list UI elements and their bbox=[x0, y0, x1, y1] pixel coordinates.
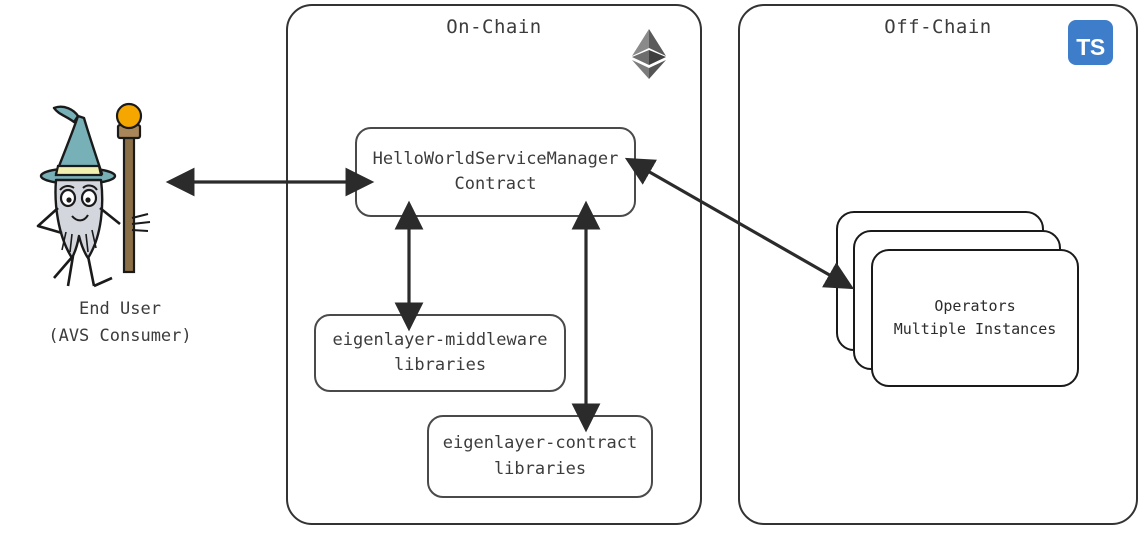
node-middleware-line1: eigenlayer-middleware bbox=[332, 329, 548, 350]
operators-card-front[interactable]: Operators Multiple Instances bbox=[871, 249, 1079, 387]
node-contract-libs-line1: eigenlayer-contract bbox=[442, 433, 638, 453]
node-middleware-line2: libraries bbox=[393, 355, 487, 375]
end-user-label: End User (AVS Consumer) bbox=[0, 296, 240, 350]
end-user-label-line1: End User bbox=[79, 299, 161, 319]
typescript-icon: TS bbox=[1068, 20, 1113, 65]
zone-off-chain-title: Off-Chain bbox=[884, 16, 992, 38]
node-operators-stack[interactable]: Operators Multiple Instances bbox=[836, 211, 1088, 387]
node-eigenlayer-contract[interactable]: eigenlayer-contract libraries bbox=[427, 415, 653, 498]
ethereum-icon bbox=[630, 28, 668, 80]
end-user-label-line2: (AVS Consumer) bbox=[48, 326, 192, 347]
typescript-icon-label: TS bbox=[1076, 34, 1105, 60]
node-service-manager[interactable]: HelloWorldServiceManager Contract bbox=[355, 127, 636, 217]
wizard-icon bbox=[32, 100, 172, 290]
node-eigenlayer-middleware[interactable]: eigenlayer-middleware libraries bbox=[314, 314, 566, 392]
node-service-manager-line2: Contract bbox=[454, 174, 537, 194]
node-service-manager-line1: HelloWorldServiceManager bbox=[372, 148, 619, 169]
node-operators-line2: Multiple Instances bbox=[893, 320, 1057, 338]
zone-on-chain-title: On-Chain bbox=[446, 16, 542, 38]
node-operators-line1: Operators bbox=[934, 296, 1016, 315]
node-contract-libs-line2: libraries bbox=[493, 458, 587, 479]
